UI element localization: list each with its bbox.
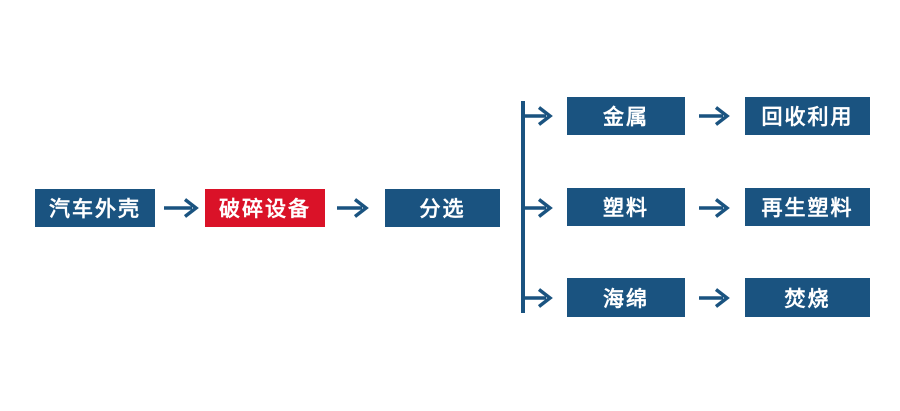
arrow-right-icon (699, 198, 730, 218)
node-incineration: 焚烧 (745, 278, 870, 317)
arrow-right-icon (525, 106, 553, 126)
arrow-right-icon (525, 288, 553, 308)
node-crushing-equipment: 破碎设备 (205, 189, 325, 227)
node-recycled-plastic: 再生塑料 (745, 188, 870, 226)
node-recycle-reuse: 回收利用 (745, 97, 870, 135)
node-metal: 金属 (567, 97, 685, 135)
node-car-shell: 汽车外壳 (35, 189, 155, 227)
arrow-right-icon (525, 198, 553, 218)
arrow-right-icon (699, 288, 730, 308)
node-plastic: 塑料 (567, 188, 685, 226)
node-sponge: 海绵 (567, 278, 685, 317)
arrow-right-icon (699, 106, 730, 126)
node-sorting: 分选 (385, 189, 500, 227)
arrow-right-icon (164, 198, 199, 218)
arrow-right-icon (337, 198, 369, 218)
